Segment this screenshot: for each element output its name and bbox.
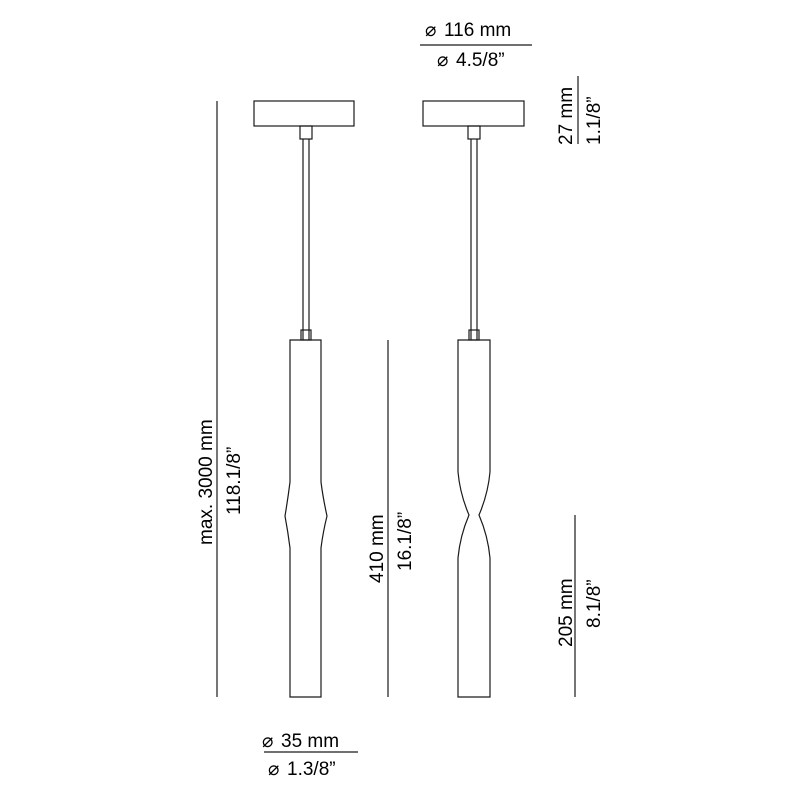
max-length-imperial: 118.1/8” <box>224 447 245 515</box>
right-canopy <box>422 100 525 127</box>
body-diameter-imperial: 1.3/8” <box>287 759 336 780</box>
left-canopy <box>253 100 355 127</box>
waist-height-metric: 205 mm <box>556 578 577 647</box>
canopy-diameter-symbol: ⌀ <box>425 20 436 41</box>
canopy-diameter-metric: 116 mm <box>444 20 511 41</box>
canopy-diameter-imperial: 4.5/8” <box>456 50 505 71</box>
canopy-diameter-symbol-2: ⌀ <box>437 50 448 71</box>
right-lamp-body <box>457 339 491 698</box>
body-diameter-symbol-2: ⌀ <box>268 759 279 780</box>
body-length-metric: 410 mm <box>367 514 388 583</box>
left-lamp-body <box>284 339 328 698</box>
canopy-height-metric: 27 mm <box>556 87 577 145</box>
body-diameter-metric: 35 mm <box>281 731 339 752</box>
right-canopy-connector <box>467 125 481 140</box>
left-canopy-connector <box>299 125 313 140</box>
waist-height-imperial: 8.1/8” <box>584 579 605 628</box>
body-length-imperial: 16.1/8” <box>395 512 416 571</box>
max-length-metric: max. 3000 mm <box>196 419 217 545</box>
body-diameter-symbol: ⌀ <box>262 731 273 752</box>
canopy-height-imperial: 1.1/8” <box>584 96 605 145</box>
